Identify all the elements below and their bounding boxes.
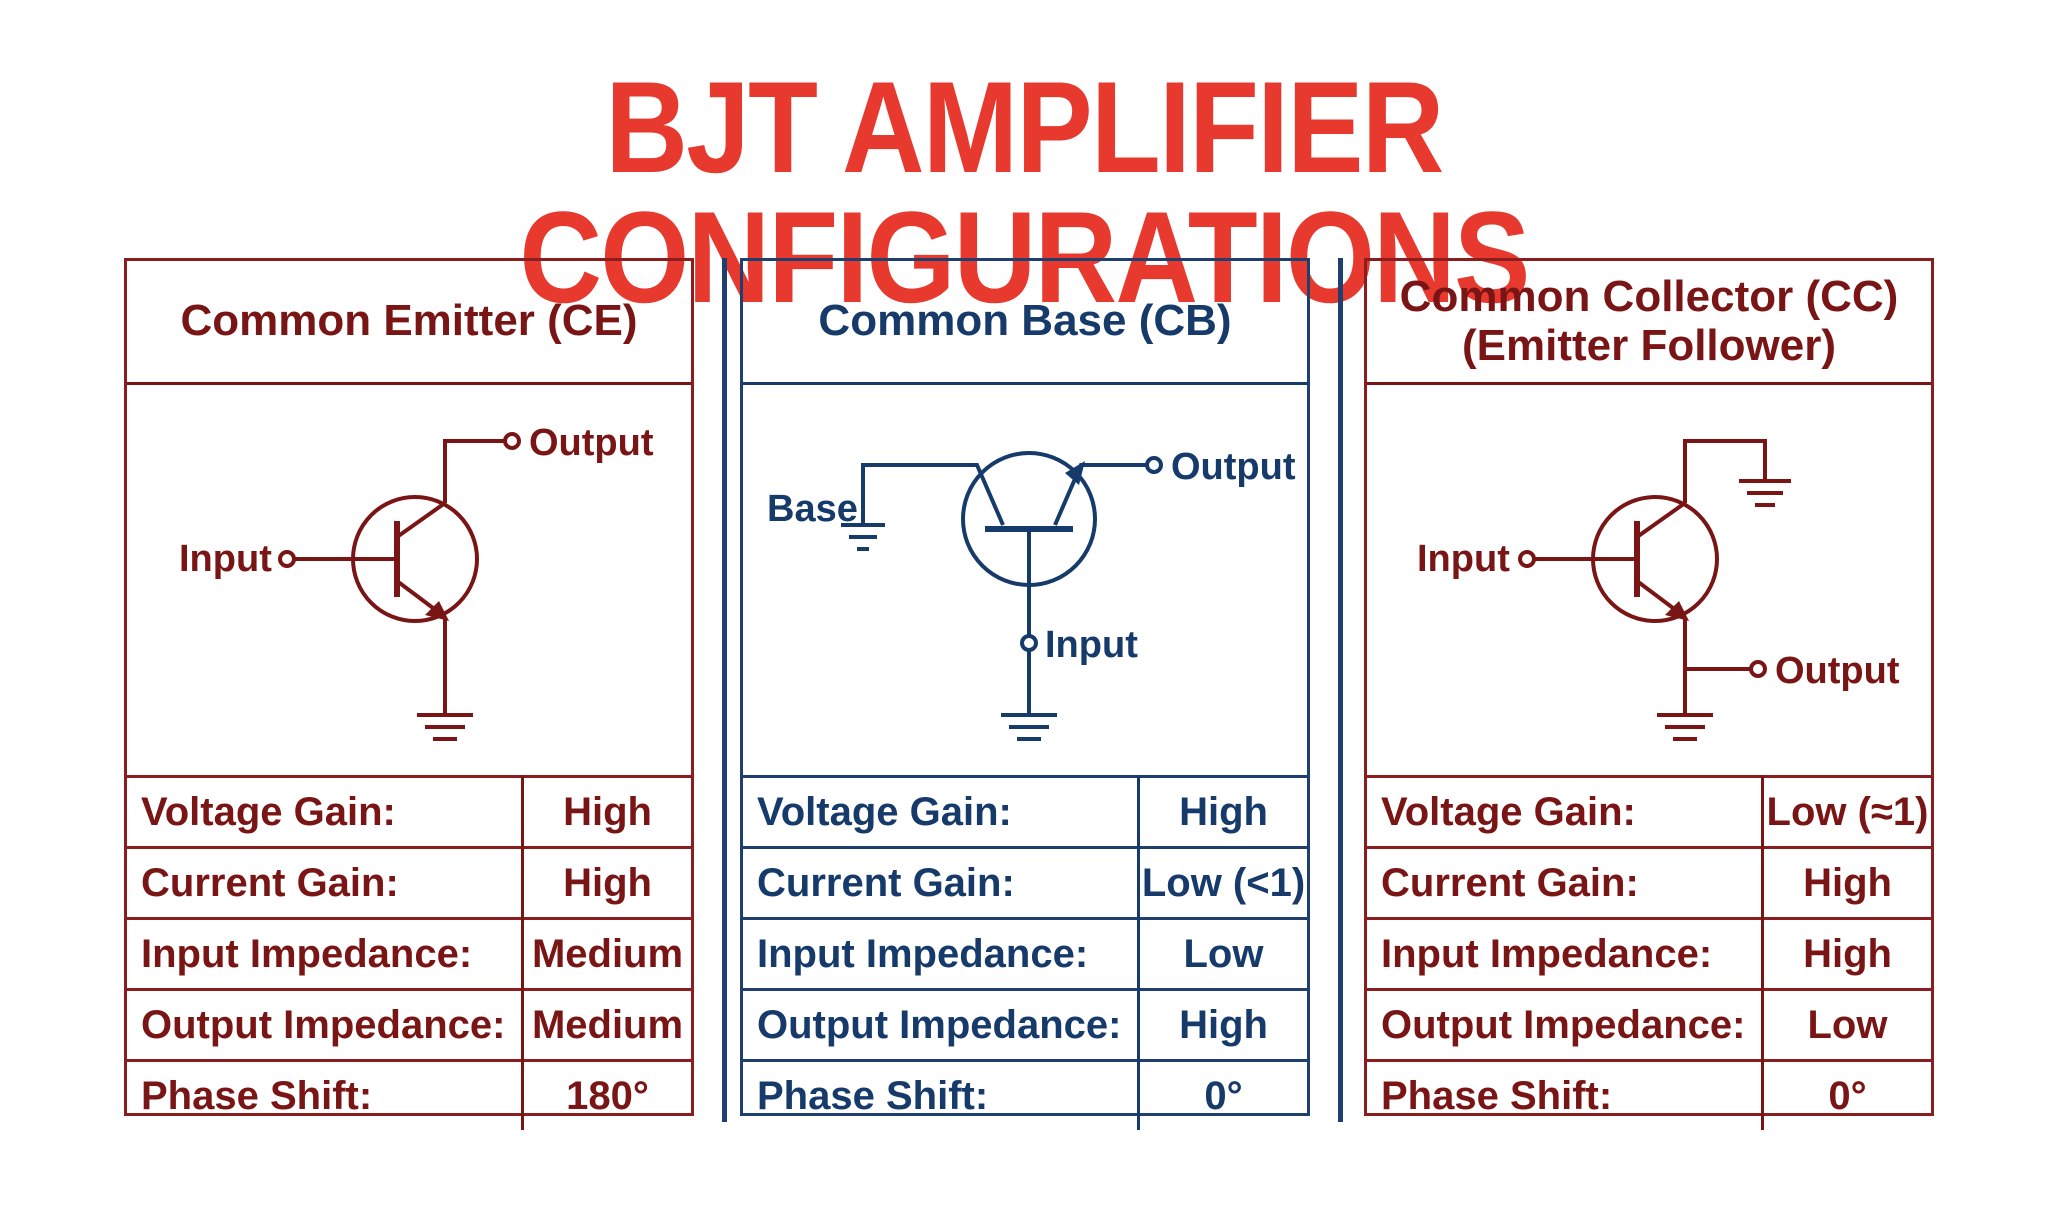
base-label: Base <box>767 488 858 530</box>
input-label: Input <box>179 538 272 580</box>
table-row: Voltage Gain:High <box>127 775 691 848</box>
parameter-label: Current Gain: <box>743 846 1140 919</box>
parameter-label: Input Impedance: <box>1367 917 1764 990</box>
panel-heading: Common Collector (CC) (Emitter Follower) <box>1367 261 1931 385</box>
base-wire <box>861 463 1005 526</box>
parameter-value: Low <box>1762 988 1931 1061</box>
parameter-label: Output Impedance: <box>127 988 524 1061</box>
parameter-label: Current Gain: <box>127 846 524 919</box>
parameter-value: Low (≈1) <box>1762 775 1931 848</box>
parameter-value: High <box>522 846 691 919</box>
parameter-value: High <box>1762 917 1931 990</box>
output-label: Output <box>529 422 654 464</box>
table-row: Output Impedance:High <box>743 988 1307 1061</box>
parameter-label: Voltage Gain: <box>127 775 524 848</box>
parameter-value: 0° <box>1762 1059 1931 1130</box>
input-terminal <box>1518 550 1536 568</box>
page-title: BJT AMPLIFIER CONFIGURATIONS <box>519 54 1530 330</box>
cb-schematic: Base Input Output <box>767 446 1296 741</box>
table-row: Input Impedance:Medium <box>127 917 691 990</box>
panel-heading: Common Emitter (CE) <box>127 261 691 385</box>
divider <box>722 258 727 1122</box>
panel-common-emitter: Common Emitter (CE) Input Output <box>124 258 694 1130</box>
heading-subline: (Emitter Follower) <box>1461 320 1837 370</box>
input-label: Input <box>1417 538 1510 580</box>
output-terminal <box>503 432 521 450</box>
parameter-label: Output Impedance: <box>1367 988 1764 1061</box>
table-row: Current Gain:High <box>127 846 691 919</box>
table-row: Phase Shift:180° <box>127 1059 691 1130</box>
heading-line: Common Emitter (CE) <box>180 296 638 346</box>
parameter-value: Medium <box>522 988 691 1061</box>
parameter-label: Output Impedance: <box>743 988 1140 1061</box>
collector-lead <box>1635 501 1687 539</box>
output-terminal <box>1749 660 1767 678</box>
parameter-value: High <box>1762 846 1931 919</box>
input-terminal <box>278 550 296 568</box>
parameter-value: 0° <box>1138 1059 1307 1130</box>
emitter-arrow <box>1065 461 1085 485</box>
table-row: Voltage Gain:High <box>743 775 1307 848</box>
output-terminal <box>1145 456 1163 474</box>
input-label: Input <box>1045 624 1138 666</box>
parameter-label: Phase Shift: <box>743 1059 1140 1130</box>
divider <box>1338 258 1343 1122</box>
table-row: Input Impedance:High <box>1367 917 1931 990</box>
parameter-value: Low (<1) <box>1138 846 1307 919</box>
panel-common-base: Common Base (CB) Base Input <box>740 258 1310 1130</box>
ce-schematic: Input Output <box>179 422 654 741</box>
parameter-label: Current Gain: <box>1367 846 1764 919</box>
table-row: Current Gain:Low (<1) <box>743 846 1307 919</box>
output-label: Output <box>1171 446 1296 488</box>
parameter-value: 180° <box>522 1059 691 1130</box>
table-row: Output Impedance:Medium <box>127 988 691 1061</box>
collector-lead <box>395 501 447 539</box>
parameter-value: High <box>1138 988 1307 1061</box>
parameter-value: High <box>1138 775 1307 848</box>
emitter-arrow <box>1665 601 1689 621</box>
heading-line: Common Base (CB) <box>818 296 1232 346</box>
parameter-value: Medium <box>522 917 691 990</box>
parameter-label: Input Impedance: <box>127 917 524 990</box>
cc-schematic: Input Output <box>1417 439 1900 741</box>
cc-circuit-diagram: Input Output <box>1367 385 1931 775</box>
ce-circuit-diagram: Input Output <box>127 385 691 775</box>
parameter-label: Phase Shift: <box>127 1059 524 1130</box>
panel-heading: Common Base (CB) <box>743 261 1307 385</box>
table-row: Output Impedance:Low <box>1367 988 1931 1061</box>
output-label: Output <box>1775 650 1900 692</box>
parameter-value: Low <box>1138 917 1307 990</box>
table-row: Voltage Gain:Low (≈1) <box>1367 775 1931 848</box>
table-row: Current Gain:High <box>1367 846 1931 919</box>
collector-wire <box>443 439 505 503</box>
parameter-label: Voltage Gain: <box>1367 775 1764 848</box>
table-row: Phase Shift:0° <box>743 1059 1307 1130</box>
parameter-value: High <box>522 775 691 848</box>
table-row: Phase Shift:0° <box>1367 1059 1931 1130</box>
input-terminal <box>1020 634 1038 652</box>
parameter-label: Phase Shift: <box>1367 1059 1764 1130</box>
heading-line: Common Collector (CC) <box>1399 272 1899 322</box>
emitter-arrow <box>425 601 449 621</box>
parameter-label: Input Impedance: <box>743 917 1140 990</box>
collector-wire <box>1683 439 1767 503</box>
cb-circuit-diagram: Base Input Output <box>743 385 1307 775</box>
parameter-label: Voltage Gain: <box>743 775 1140 848</box>
table-row: Input Impedance:Low <box>743 917 1307 990</box>
panel-common-collector: Common Collector (CC) (Emitter Follower) <box>1364 258 1934 1130</box>
